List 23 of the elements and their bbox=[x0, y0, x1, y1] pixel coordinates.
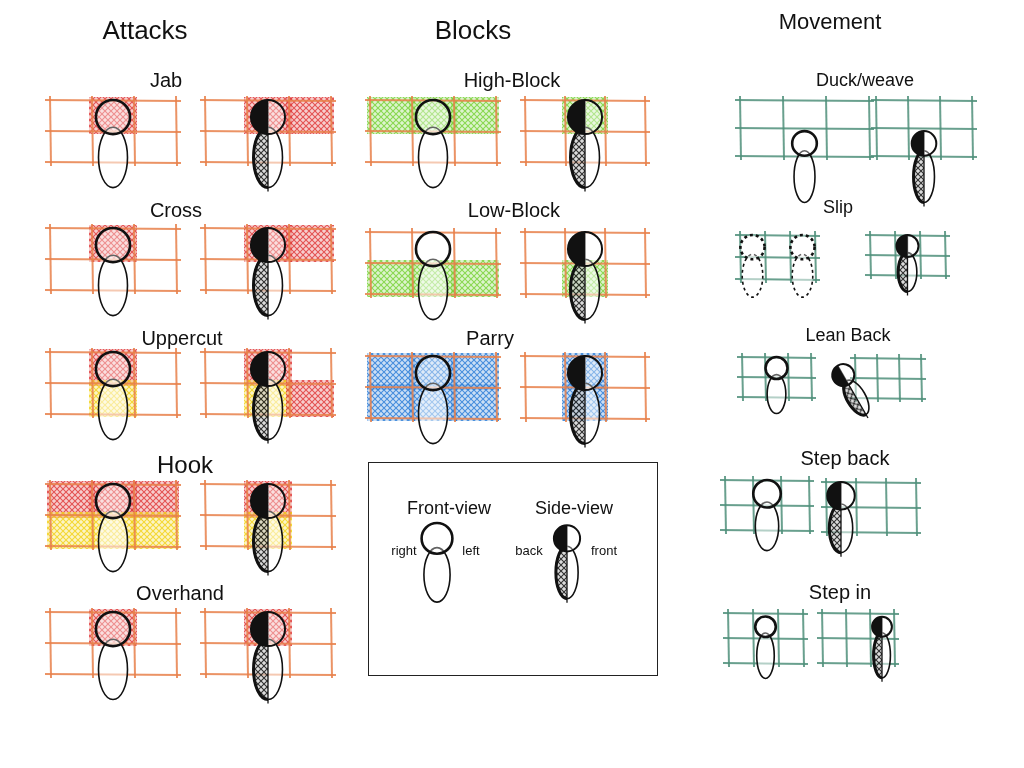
side-label: front bbox=[591, 542, 617, 558]
move-title: Slip bbox=[823, 196, 853, 218]
move-title: High-Block bbox=[463, 68, 561, 92]
column-heading: Blocks bbox=[434, 14, 512, 46]
side-label: left bbox=[462, 542, 480, 558]
side-label: right bbox=[391, 542, 417, 558]
move-title: Low-Block bbox=[467, 198, 561, 222]
column-heading: Attacks bbox=[102, 14, 188, 46]
move-title: Step in bbox=[808, 580, 872, 604]
move-title: Uppercut bbox=[141, 326, 223, 350]
move-title: Step back bbox=[800, 446, 890, 470]
move-title: Overhand bbox=[136, 581, 224, 605]
move-title: Lean Back bbox=[805, 324, 891, 346]
move-title: Parry bbox=[466, 326, 514, 350]
move-title: Jab bbox=[149, 68, 183, 92]
view-label: Front-view bbox=[407, 497, 491, 519]
move-title: Cross bbox=[149, 198, 203, 222]
side-label: back bbox=[515, 542, 543, 558]
move-title: Hook bbox=[157, 451, 213, 479]
key-panel bbox=[368, 462, 658, 676]
move-title: Duck/weave bbox=[816, 69, 914, 91]
column-heading: Movement bbox=[778, 9, 882, 35]
view-label: Side-view bbox=[535, 497, 613, 519]
